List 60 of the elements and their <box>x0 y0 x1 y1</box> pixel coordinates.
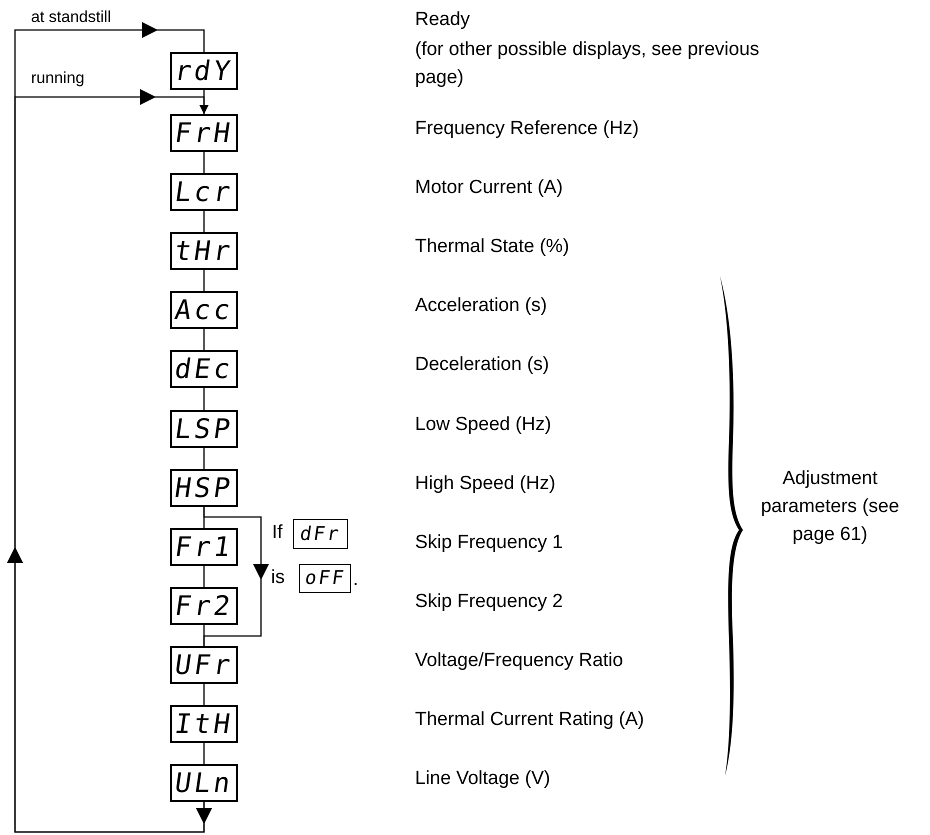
display-code: dEc <box>173 356 235 382</box>
arrow <box>203 507 269 646</box>
display-code: LSP <box>173 416 235 442</box>
connector-line <box>203 566 205 587</box>
display-code: Lcr <box>173 178 235 206</box>
display-box <box>299 564 351 593</box>
display-code: Acc <box>173 296 235 324</box>
description-text: Motor Current (A) <box>415 176 563 200</box>
description-text: Voltage/Frequency Ratio <box>415 649 624 673</box>
connector-line <box>203 388 205 410</box>
edge-label: running <box>30 70 86 88</box>
description-text: Skip Frequency 2 <box>415 590 563 614</box>
connector-line <box>203 152 205 173</box>
display-code: HSP <box>173 474 235 502</box>
display-code: oFF <box>304 569 346 588</box>
description-text: Line Voltage (V) <box>415 767 550 791</box>
description-text: Skip Frequency 1 <box>415 531 563 555</box>
description-text: Ready <box>415 8 470 32</box>
display-box <box>170 587 238 625</box>
display-code: ItH <box>173 710 235 738</box>
description-text: Acceleration (s) <box>415 294 547 318</box>
display-box <box>170 528 238 566</box>
display-code: Fr2 <box>173 592 235 620</box>
connector-line <box>203 270 205 291</box>
display-box <box>170 350 238 388</box>
display-code: tHr <box>173 238 235 264</box>
connector-line <box>203 743 205 764</box>
display-code: dFr <box>299 524 342 544</box>
bracket-note: Adjustment parameters (see page 61) <box>760 467 900 547</box>
display-code: ULn <box>173 770 235 796</box>
description-text: Low Speed (Hz) <box>415 413 552 437</box>
display-box <box>293 519 348 549</box>
display-box <box>170 705 238 743</box>
display-box <box>170 469 238 507</box>
display-code: FrH <box>173 120 235 146</box>
display-box <box>170 173 238 211</box>
description-text: Thermal Current Rating (A) <box>415 708 644 732</box>
display-box <box>170 646 238 684</box>
connector-line <box>203 329 205 350</box>
connector-line <box>203 211 205 232</box>
connector-line <box>203 448 205 469</box>
description-text: Deceleration (s) <box>415 353 550 377</box>
description-text: Thermal State (%) <box>415 235 570 259</box>
description-text: Frequency Reference (Hz) <box>415 117 639 141</box>
display-box <box>170 764 238 802</box>
display-box <box>170 410 238 448</box>
description-text: (for other possible displays, see previous page) <box>415 38 760 90</box>
display-box <box>170 232 238 270</box>
description-text: High Speed (Hz) <box>415 472 556 496</box>
connector-line <box>203 684 205 705</box>
condition-text: . <box>353 568 358 592</box>
display-code: rdY <box>173 58 235 84</box>
display-box <box>170 114 238 152</box>
arrow <box>200 90 208 114</box>
display-code: Fr1 <box>173 534 235 560</box>
display-code: UFr <box>173 652 235 678</box>
condition-text: If <box>272 521 283 545</box>
condition-text: is <box>271 566 285 590</box>
display-box <box>170 291 238 329</box>
display-box <box>170 52 238 90</box>
